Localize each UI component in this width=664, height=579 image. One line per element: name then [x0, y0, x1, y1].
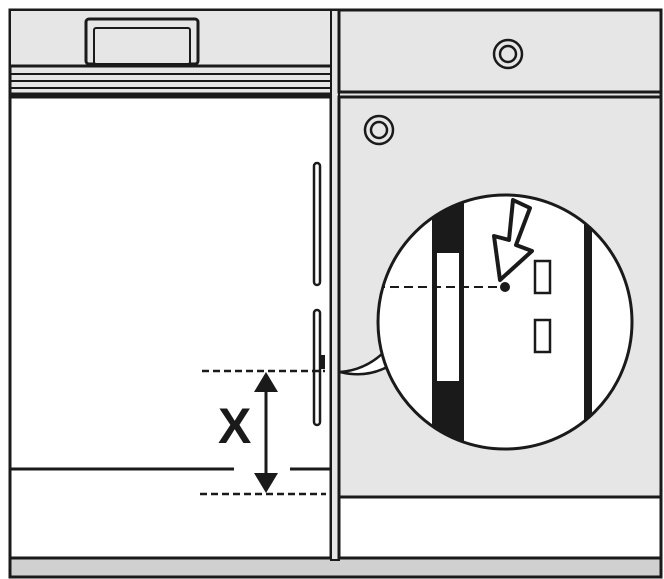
dimension-arrow	[254, 372, 278, 493]
down-arrow-icon	[492, 198, 534, 292]
magnifier-callout	[376, 193, 634, 451]
door-handle-icon	[84, 17, 200, 66]
dimension-label: X	[218, 398, 251, 454]
left-door-front	[8, 95, 333, 562]
trim-strips	[10, 64, 334, 96]
door-side-slots	[312, 161, 325, 427]
screw-icon	[492, 38, 524, 70]
screw-icon	[363, 114, 395, 146]
dashed-reference-lines	[200, 369, 326, 496]
right-plinth	[337, 495, 663, 560]
